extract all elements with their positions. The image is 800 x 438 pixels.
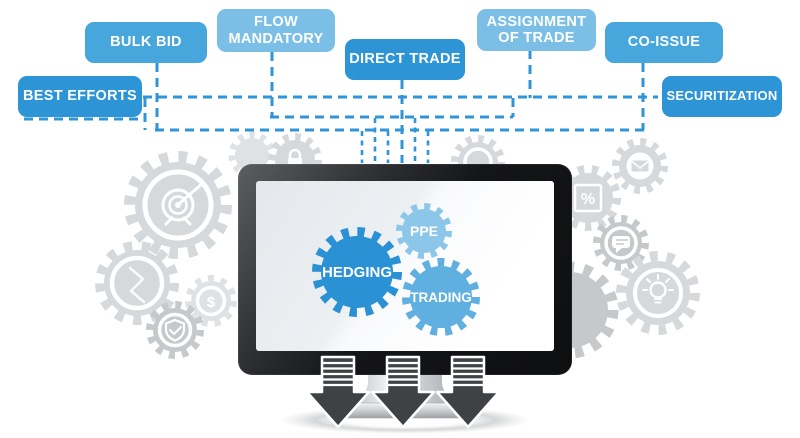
node-flow-mandatory: FLOW MANDATORY	[217, 9, 335, 52]
lightbulb-icon	[642, 274, 674, 304]
node-direct-trade: DIRECT TRADE	[345, 39, 465, 80]
gear-lightbulb	[616, 251, 700, 335]
gear-label-trading: TRADING	[410, 290, 472, 305]
node-co-issue: CO-ISSUE	[605, 22, 723, 63]
node-label: CO-ISSUE	[627, 34, 701, 51]
zigzag-line-icon	[128, 266, 146, 304]
chat-bubble-icon	[612, 236, 630, 253]
node-label: BULK BID	[110, 34, 182, 51]
arrow-stripes	[322, 361, 484, 387]
gear-hedging: HEDGING	[312, 227, 402, 317]
gear-label-ppe: PPE	[410, 223, 438, 239]
node-assignment-of-trade: ASSIGNMENT OF TRADE	[477, 9, 596, 51]
gear-envelope	[612, 138, 668, 194]
node-label: ASSIGNMENT OF TRADE	[486, 13, 587, 46]
screen-gears: PPE TRADING HEDGING	[312, 203, 480, 336]
connector-drop-lines	[360, 118, 430, 163]
node-label: FLOW MANDATORY	[228, 14, 324, 47]
envelope-icon	[631, 160, 649, 172]
monitor-screen: PPE TRADING HEDGING	[256, 181, 554, 351]
node-label: BEST EFFORTS	[23, 88, 137, 105]
gear-label-hedging: HEDGING	[322, 264, 392, 281]
gear-shield	[146, 301, 204, 359]
node-label: SECURITIZATION	[666, 88, 778, 104]
percent-icon: %	[573, 183, 603, 213]
shield-icon	[164, 318, 186, 342]
monitor-frame: PPE TRADING HEDGING	[238, 164, 572, 375]
node-bulk-bid: BULK BID	[85, 22, 207, 63]
gear-trading: TRADING	[402, 258, 480, 336]
gear-dollar: $	[185, 275, 237, 327]
gear-chat	[593, 215, 649, 271]
gear-target	[124, 151, 232, 259]
svg-text:%: %	[581, 191, 595, 208]
target-icon	[161, 178, 208, 226]
gear-zigzag	[95, 241, 179, 325]
node-label: DIRECT TRADE	[349, 51, 461, 68]
node-securitization: SECURITIZATION	[662, 76, 782, 117]
dollar-icon: $	[207, 294, 216, 311]
node-best-efforts: BEST EFFORTS	[18, 76, 142, 117]
gear-ppe: PPE	[396, 203, 452, 259]
gear-percent: %	[555, 165, 621, 231]
